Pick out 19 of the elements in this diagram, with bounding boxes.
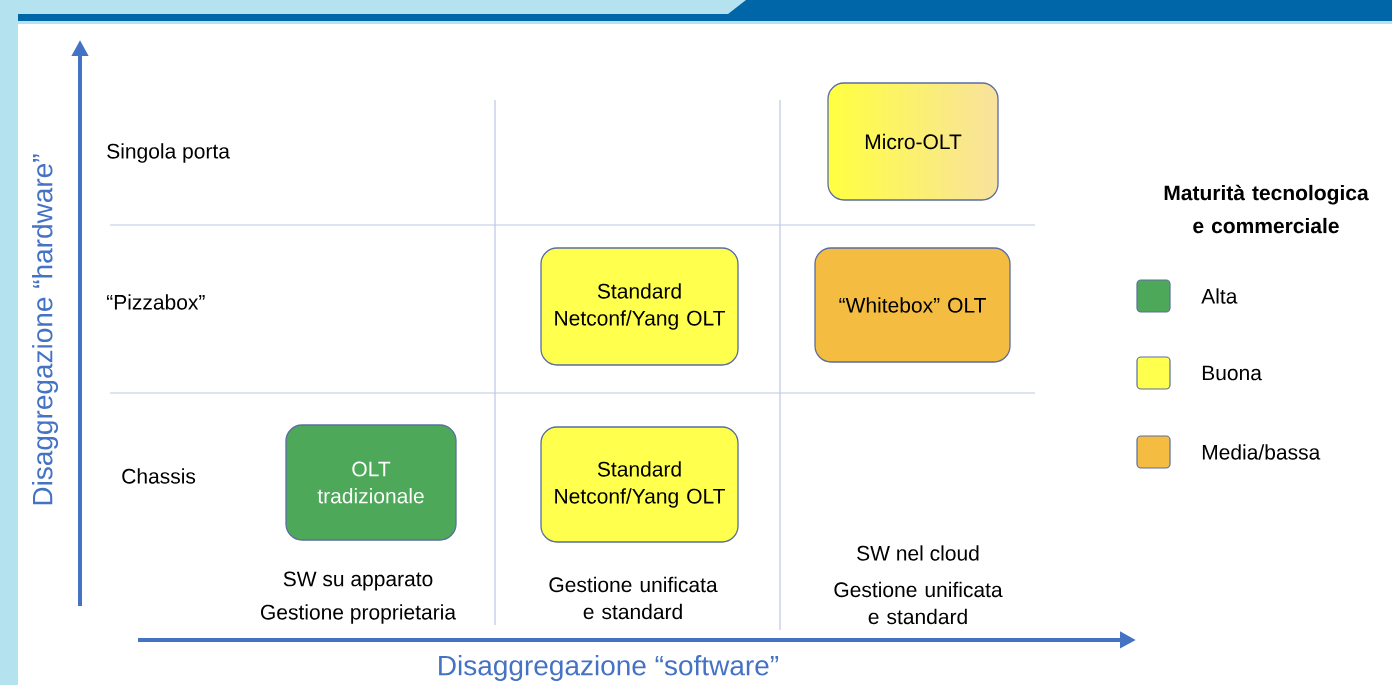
row-label: Chassis bbox=[122, 468, 196, 484]
row-label: “Pizzabox” bbox=[107, 294, 205, 310]
column-label: Gestione unificata e standard bbox=[549, 576, 718, 620]
column-label: SW su apparato bbox=[283, 571, 433, 591]
rating-box: Standard Netconf/Yang OLT bbox=[540, 426, 739, 543]
legend-label: Media/bassa bbox=[1202, 444, 1321, 460]
axis-title: Disaggregazione “software” bbox=[439, 654, 779, 682]
legend-title: Maturità tecnologica e commerciale bbox=[1164, 184, 1369, 234]
legend-label: Alta bbox=[1201, 288, 1238, 304]
rating-box: Standard Netconf/Yang OLT bbox=[540, 247, 739, 366]
rating-box: OLT tradizionale bbox=[285, 424, 457, 541]
column-label: Gestione unificata e standard bbox=[834, 581, 1003, 625]
axis-title: Disaggregazione “hardware” bbox=[32, 154, 59, 505]
rating-box: Micro-OLT bbox=[827, 82, 999, 201]
legend-label: Buona bbox=[1202, 365, 1262, 381]
column-label: Gestione proprietaria bbox=[261, 604, 456, 624]
column-label: SW nel cloud bbox=[857, 545, 979, 561]
row-label: Singola porta bbox=[107, 143, 230, 163]
rating-box: “Whitebox” OLT bbox=[814, 247, 1011, 363]
